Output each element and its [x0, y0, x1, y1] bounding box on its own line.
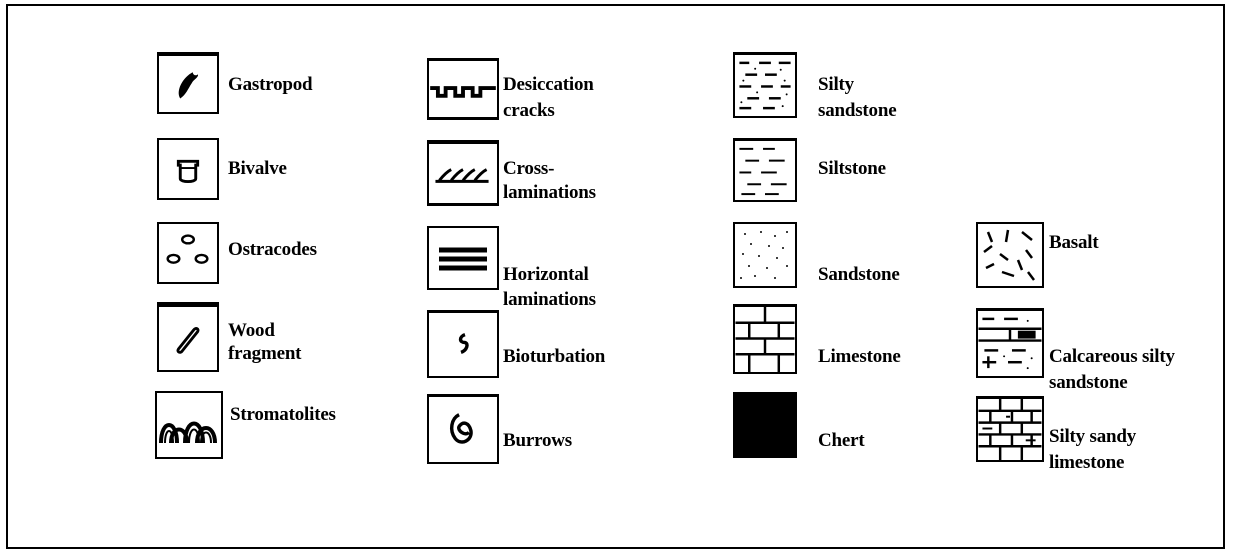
ostracodes-icon: [157, 222, 219, 284]
burrows-label: Burrows: [503, 430, 572, 451]
burrows-icon: [427, 394, 499, 464]
cross-laminations-icon: [427, 140, 499, 206]
gastropod-icon: [157, 52, 219, 114]
basalt-pattern: [976, 222, 1044, 288]
sandstone-pattern: [733, 222, 797, 288]
wood-label-line1: Wood: [228, 320, 275, 341]
limestone-label: Limestone: [818, 346, 901, 367]
desiccation-label-line1: Desiccation: [503, 74, 594, 95]
stromatolites-icon: [155, 391, 223, 459]
siltstone-pattern: [733, 138, 797, 202]
chert-label: Chert: [818, 430, 865, 451]
silty-sandy-limestone-pattern: [976, 396, 1044, 462]
stromatolites-label: Stromatolites: [230, 404, 336, 425]
chert-pattern: [733, 392, 797, 458]
wood-label-line2: fragment: [228, 343, 302, 364]
legend-frame: [6, 4, 1225, 549]
calcareous-silty-sandstone-label-line1: Calcareous silty: [1049, 346, 1175, 367]
horizontal-laminations-icon: [427, 226, 499, 290]
silty-sandy-limestone-label-line1: Silty sandy: [1049, 426, 1137, 447]
calcareous-silty-sandstone-label-line2: sandstone: [1049, 372, 1128, 393]
bioturbation-label: Bioturbation: [503, 346, 606, 367]
desiccation-label-line2: cracks: [503, 100, 555, 121]
wood-fragment-icon: [157, 302, 219, 372]
desiccation-cracks-icon: [427, 58, 499, 120]
calcareous-silty-sandstone-pattern: [976, 308, 1044, 378]
bivalve-icon: [157, 138, 219, 200]
horizontal-label-line1: Horizontal: [503, 264, 589, 285]
cross-label-line2: laminations: [503, 182, 596, 203]
silty-sandstone-label-line1: Silty: [818, 74, 854, 95]
sandstone-label: Sandstone: [818, 264, 900, 285]
gastropod-label: Gastropod: [228, 74, 313, 95]
limestone-pattern: [733, 304, 797, 374]
horizontal-label-line2: laminations: [503, 289, 596, 310]
ostracodes-label: Ostracodes: [228, 239, 317, 260]
bioturbation-icon: [427, 310, 499, 378]
bivalve-label: Bivalve: [228, 158, 287, 179]
silty-sandstone-pattern: [733, 52, 797, 118]
basalt-label: Basalt: [1049, 232, 1099, 253]
silty-sandy-limestone-label-line2: limestone: [1049, 452, 1125, 473]
cross-label-line1: Cross-: [503, 158, 555, 179]
siltstone-label: Siltstone: [818, 158, 886, 179]
silty-sandstone-label-line2: sandstone: [818, 100, 897, 121]
